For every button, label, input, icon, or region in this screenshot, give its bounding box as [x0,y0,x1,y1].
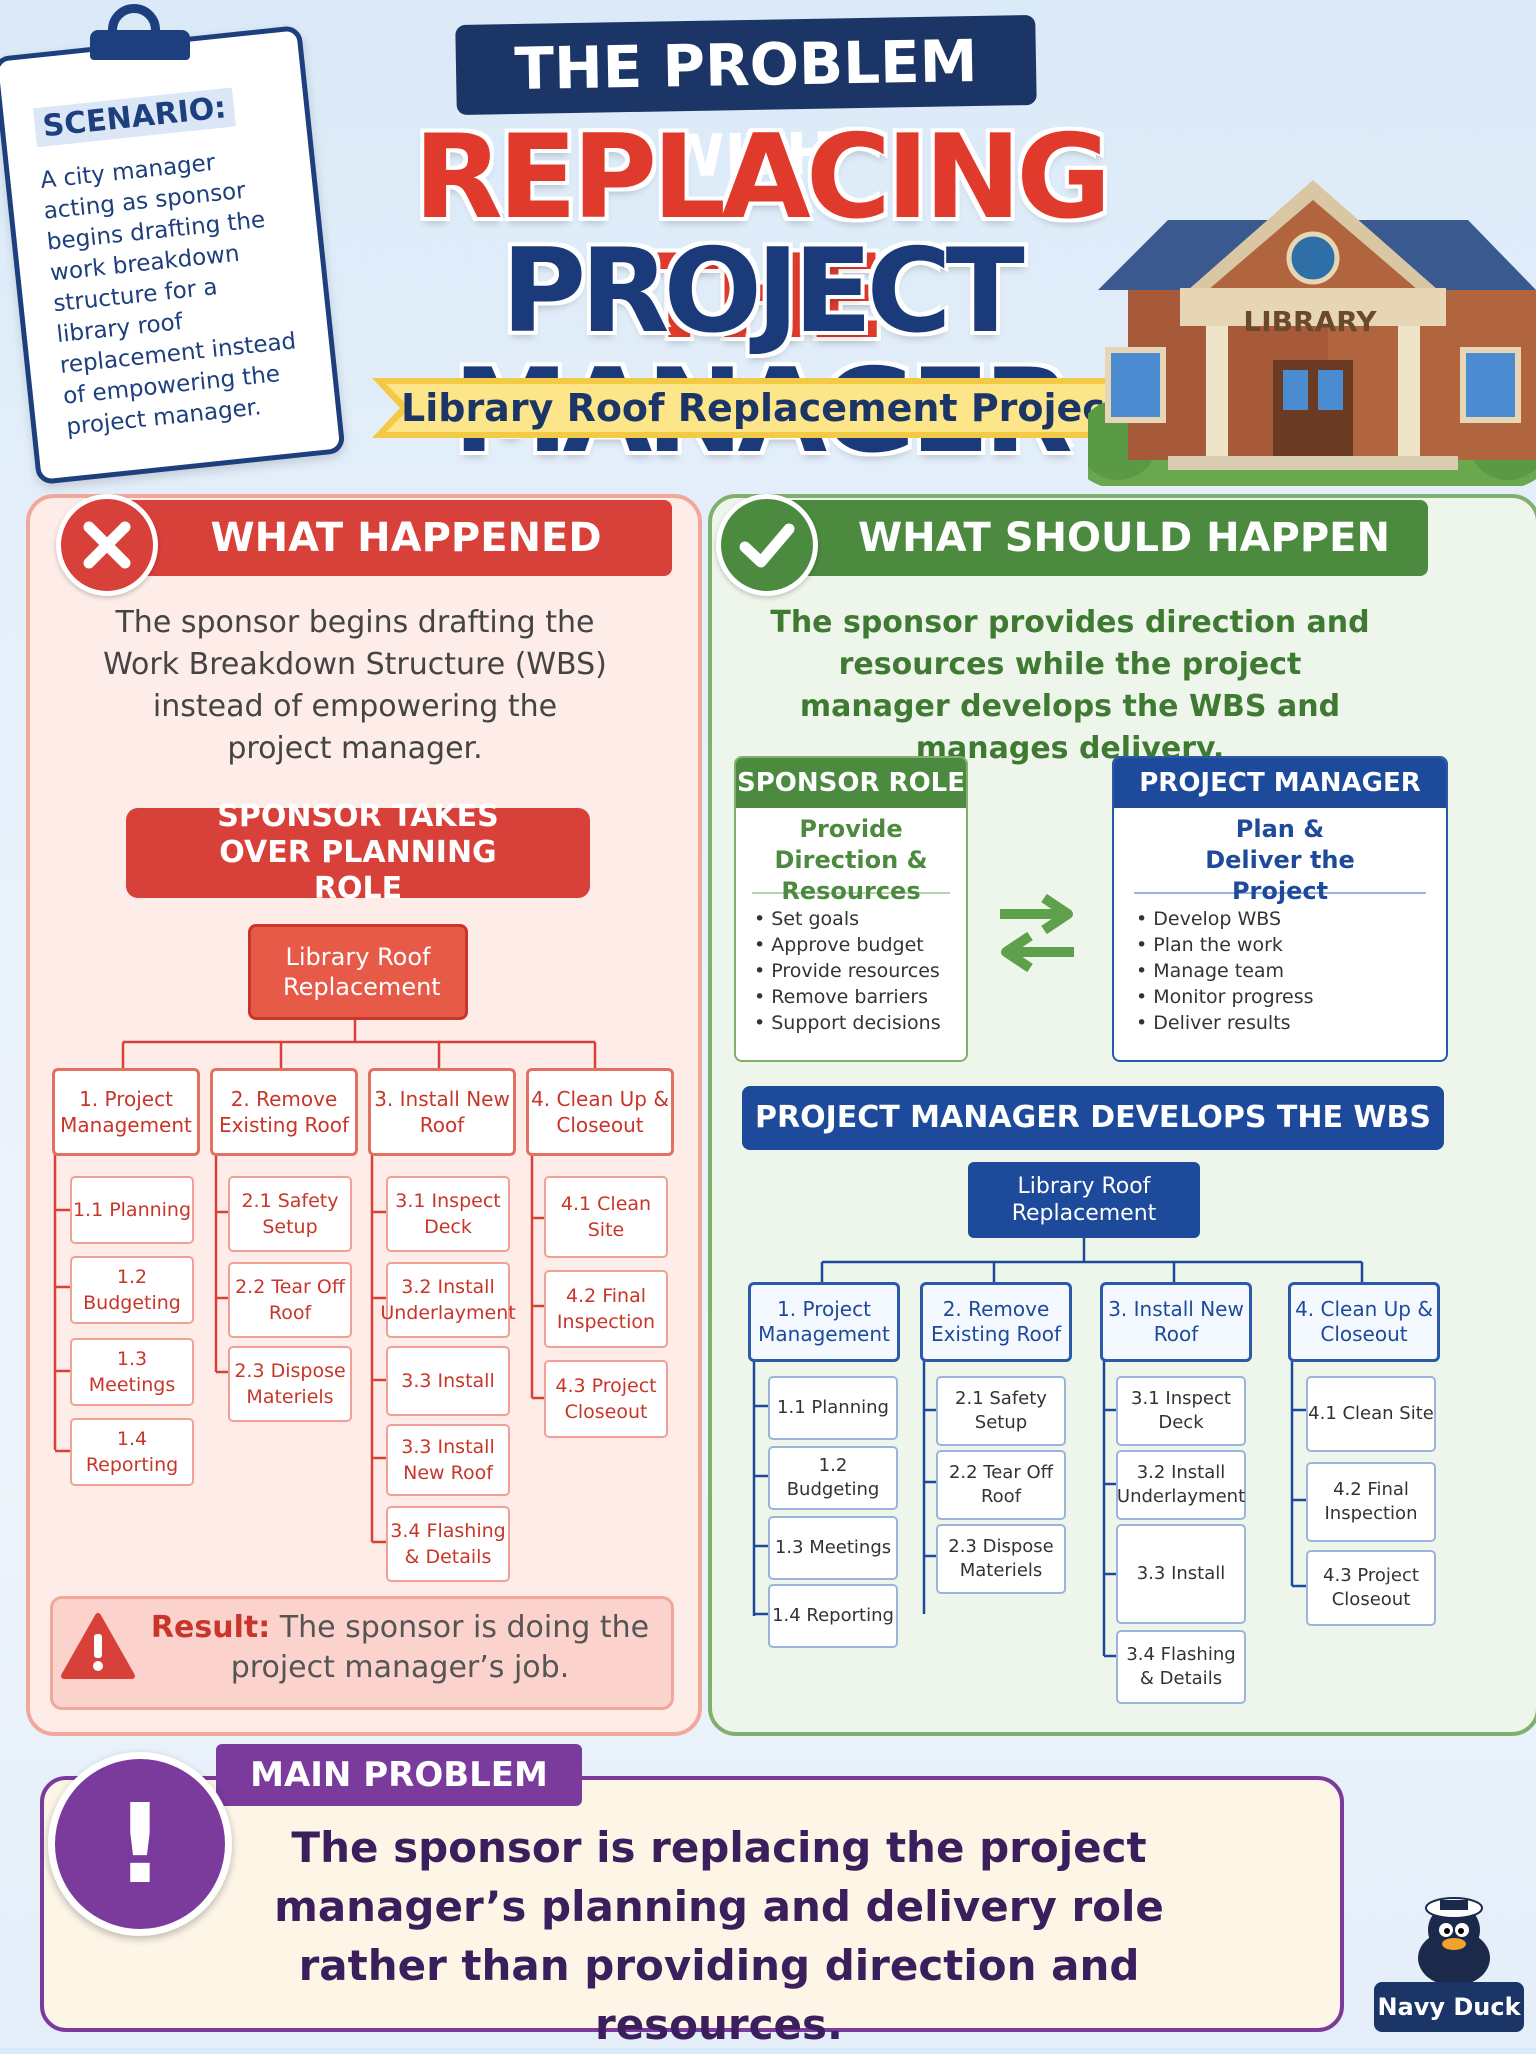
right-wbs-task: 4.2 Final Inspection [1306,1462,1436,1542]
pm-role-list: Develop WBS Plan the work Manage team Mo… [1114,906,1446,1036]
left-wbs-task: 3.3 Install [386,1346,510,1416]
sponsor-takes-over-text: SPONSOR TAKES OVER PLANNING ROLE [217,799,499,906]
left-wbs-connectors [53,1014,597,1544]
left-wbs-task: 1.4 Reporting [70,1418,194,1486]
left-wbs-task: 1.1 Planning [70,1176,194,1244]
left-wbs-task: 3.4 Flashing & Details [386,1506,510,1582]
right-wbs-task: 1.1 Planning [768,1376,898,1440]
left-wbs-root: Library Roof Replacement [248,924,468,1020]
swap-arrows-icon [1000,893,1074,973]
right-wbs-task: 3.1 Inspect Deck [1116,1376,1246,1446]
pm-develops-wbs-banner: PROJECT MANAGER DEVELOPS THE WBS [742,1086,1444,1150]
title-line-2: REPLACING THE [413,110,1112,365]
what-should-happen-header: WHAT SHOULD HAPPEN [780,500,1428,576]
sponsor-role-list: Set goals Approve budget Provide resourc… [736,906,966,1036]
result-statement: Result: The sponsor is doing the project… [150,1608,650,1688]
sponsor-role-card: SPONSOR ROLE Provide Direction & Resourc… [734,756,968,1062]
what-happened-description: The sponsor begins drafting the Work Bre… [103,605,607,766]
left-wbs-task: 3.1 Inspect Deck [386,1176,510,1252]
right-wbs-branch-3: 3. Install New Roof [1100,1282,1252,1362]
right-wbs-task: 1.4 Reporting [768,1584,898,1648]
right-wbs-task: 3.4 Flashing & Details [1116,1630,1246,1704]
result-box [50,1596,674,1710]
left-wbs-branch-3: 3. Install New Roof [368,1068,516,1156]
sponsor-role-item: Remove barriers [754,984,966,1010]
left-wbs-task: 2.3 Dispose Materiels [228,1346,352,1422]
main-problem-text: The sponsor is replacing the project man… [274,1823,1164,2049]
library-building-icon [1088,180,1536,486]
what-happened-header: WHAT HAPPENED [100,500,672,576]
right-wbs-branch-2: 2. Remove Existing Roof [920,1282,1072,1362]
right-wbs-task: 4.3 Project Closeout [1306,1550,1436,1626]
right-wbs-branch-4: 4. Clean Up & Closeout [1288,1282,1440,1362]
result-text: The sponsor is doing the project manager… [230,1610,650,1685]
result-label: Result: [150,1610,271,1645]
left-wbs-task: 3.2 Install Underlayment [380,1262,516,1338]
left-wbs-branch-4: 4. Clean Up & Closeout [526,1068,674,1156]
left-wbs-task: 1.3 Meetings [70,1338,194,1406]
right-wbs-task: 3.2 Install Underlayment [1116,1450,1246,1520]
left-wbs-task: 4.1 Clean Site [544,1176,668,1258]
right-wbs-connectors [752,1238,1364,1658]
scenario-clipboard: SCENARIO: A city manager acting as spons… [0,0,346,486]
what-should-happen-title: WHAT SHOULD HAPPEN [858,515,1390,561]
pm-role-item: Develop WBS [1136,906,1446,932]
left-wbs-task: 2.2 Tear Off Roof [228,1262,352,1338]
pm-role-title: PROJECT MANAGER ROLE [1114,758,1446,848]
subtitle-ribbon [372,378,1152,438]
right-wbs-root-label: Library Roof Replacement [1011,1174,1157,1226]
left-wbs-task: 3.3 Install New Roof [386,1424,510,1496]
pm-role-subtitle: Plan & Deliver the Project [1205,815,1355,905]
right-wbs-branch-1: 1. Project Management [748,1282,900,1362]
pm-role-item: Deliver results [1136,1010,1446,1036]
left-wbs-task: 2.1 Safety Setup [228,1176,352,1252]
library-sign: LIBRARY [1243,305,1377,338]
main-problem-label: MAIN PROBLEM [216,1744,582,1806]
subtitle: Library Roof Replacement Project [401,386,1123,430]
right-wbs-task: 1.2 Budgeting [768,1446,898,1510]
left-wbs-branch-1: 1. Project Management [52,1068,200,1156]
exclamation-icon: ! [48,1752,232,1936]
main-problem-box [40,1776,1344,2032]
what-happened-title: WHAT HAPPENED [210,515,602,561]
left-wbs-task: 4.3 Project Closeout [544,1360,668,1438]
sponsor-role-item: Set goals [754,906,966,932]
sponsor-role-title: SPONSOR ROLE [736,758,966,808]
right-wbs-task: 2.2 Tear Off Roof [936,1450,1066,1520]
x-icon [56,494,158,596]
sponsor-takes-over-banner: SPONSOR TAKES OVER PLANNING ROLE [126,799,590,906]
right-wbs-task: 2.1 Safety Setup [936,1376,1066,1446]
navy-duck-mascot-icon [1418,1897,1490,1986]
pm-role-item: Monitor progress [1136,984,1446,1010]
right-wbs-task: 3.3 Install [1116,1524,1246,1624]
right-wbs-task: 4.1 Clean Site [1306,1376,1436,1452]
left-wbs-branch-2: 2. Remove Existing Roof [210,1068,358,1156]
right-wbs-task: 1.3 Meetings [768,1516,898,1580]
what-should-happen-description: The sponsor provides direction and resou… [770,605,1370,766]
right-wbs-root: Library Roof Replacement [968,1162,1200,1238]
sponsor-role-subtitle: Provide Direction & Resources [774,815,928,905]
left-wbs-root-label: Library Roof Replacement [283,943,441,1001]
sponsor-role-item: Provide resources [754,958,966,984]
right-wbs-task: 2.3 Dispose Materiels [936,1524,1066,1594]
left-wbs-task: 1.2 Budgeting [70,1256,194,1324]
sponsor-role-item: Support decisions [754,1010,966,1036]
pm-role-item: Plan the work [1136,932,1446,958]
navy-duck-logo: Navy Duck [1374,1982,1524,2032]
clipboard-ring-icon [108,4,160,56]
left-wbs-task: 4.2 Final Inspection [544,1270,668,1348]
sponsor-role-item: Approve budget [754,932,966,958]
warning-icon [61,1613,135,1679]
pm-role-card: PROJECT MANAGER ROLE Plan & Deliver the … [1112,756,1448,1062]
pm-role-item: Manage team [1136,958,1446,984]
check-icon [716,494,818,596]
